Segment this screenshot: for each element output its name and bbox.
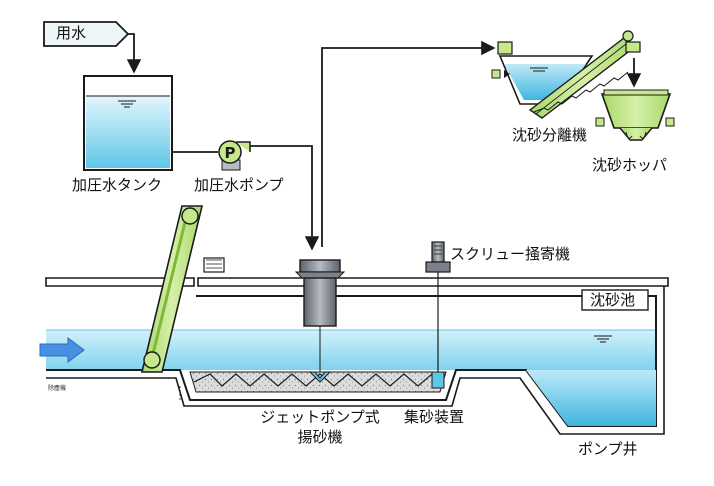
grit-chamber-walls: [46, 286, 665, 435]
inflow-arrow: [39, 337, 85, 363]
water-supply-pipe: [126, 33, 142, 74]
deck-slab: [45, 277, 669, 287]
grit-chamber-label-box: [581, 289, 649, 311]
pump-icon: [218, 140, 251, 171]
pressurized-water-tank: [83, 75, 173, 171]
pump-to-jet-pipe: [250, 145, 320, 251]
pump-symbol-letter: P: [225, 144, 236, 162]
water-level-mark-well: [594, 335, 612, 343]
separator-motor-icon: [491, 69, 510, 79]
pump-well-label: ポンプ井: [578, 440, 638, 458]
grit-chamber-label: 沈砂池: [590, 291, 636, 309]
screen-conveyor: [140, 205, 225, 373]
jet-pump-label-line1: ジェットポンプ式: [260, 408, 380, 426]
sand-hopper-label: 沈砂ホッパ: [592, 156, 668, 174]
jet-pump-label-line2: 揚砂機: [297, 428, 343, 446]
sand-collector-label: 集砂装置: [404, 408, 465, 426]
water-supply-label: 用水: [56, 24, 87, 42]
jet-pump-head: [294, 259, 346, 383]
inclined-screw-conveyor: [528, 30, 641, 119]
water-level-mark-tank: [118, 100, 136, 108]
pressurized-water-pump-label: 加圧水ポンプ: [194, 176, 284, 194]
sand-hopper: [595, 89, 675, 141]
sand-separator: [491, 41, 594, 105]
screen-small-label: 除塵機: [48, 385, 67, 392]
screw-collector-drive: [425, 241, 451, 389]
sand-separator-label: 沈砂分離機: [512, 126, 588, 144]
sand-trough: [189, 371, 447, 393]
inlet-channel-water: [46, 329, 656, 370]
pump-well-water: [526, 370, 656, 426]
water-supply-box: [43, 21, 130, 47]
screw-collector-label: スクリュー掻寄機: [450, 245, 571, 263]
pressurized-water-tank-label: 加圧水タンク: [72, 176, 163, 194]
sand-lift-pipe: [321, 40, 496, 247]
